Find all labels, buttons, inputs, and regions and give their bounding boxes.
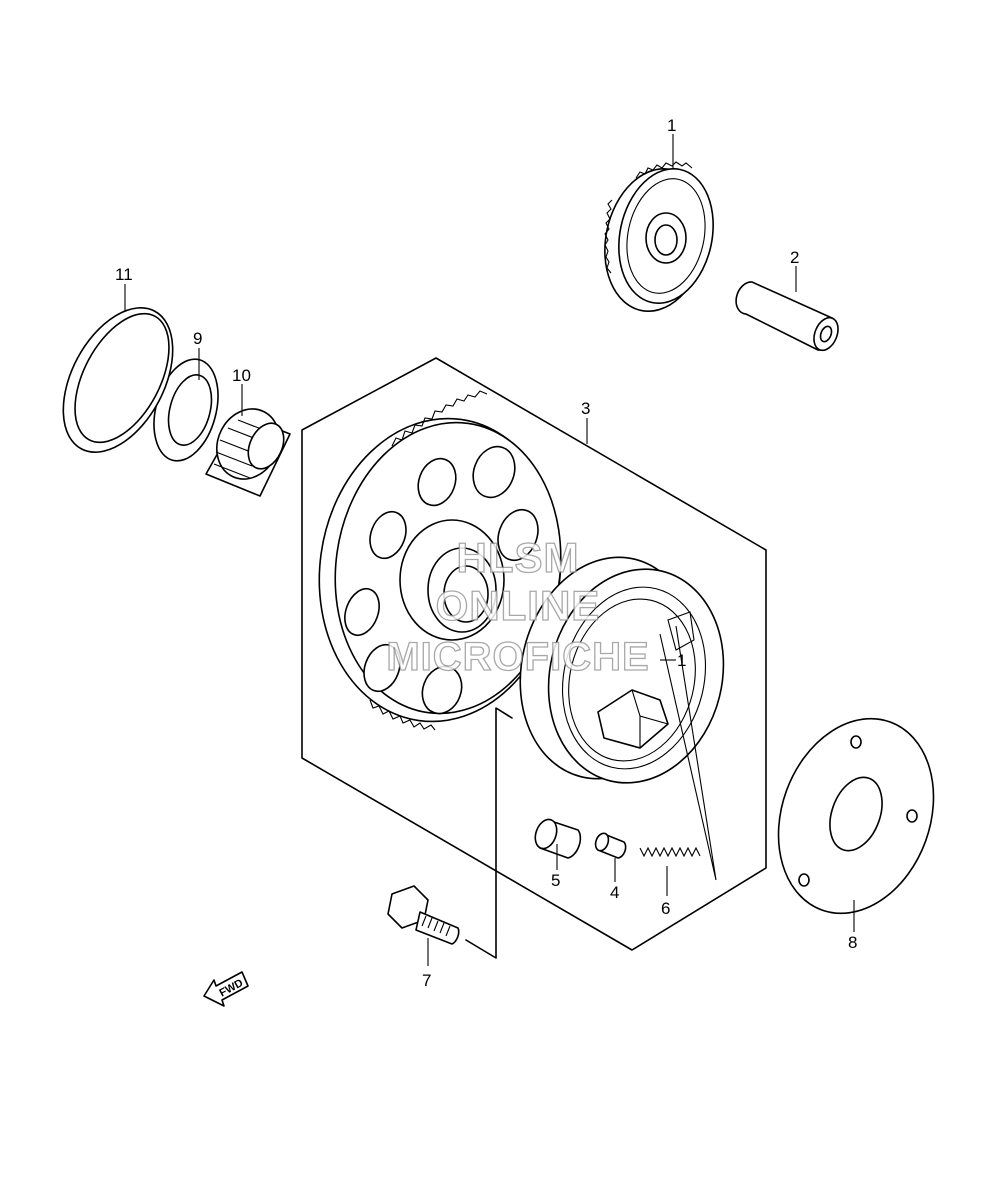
part-3-assembly-outline — [301, 357, 767, 951]
part-3-clutch-housing — [519, 556, 725, 784]
watermark: HLSM ONLINE MICROFICHE — [386, 533, 650, 679]
leader-lines — [124, 134, 855, 966]
callout-3: 3 — [581, 399, 590, 418]
callout-2: 2 — [790, 248, 799, 267]
part-11-ring — [62, 307, 174, 453]
callout-numbers: 1 2 3 4 5 6 7 8 9 10 11 — [115, 116, 857, 990]
inner-marker: 1 — [659, 625, 717, 881]
watermark-line-3: MICROFICHE — [386, 635, 649, 679]
callout-5: 5 — [551, 871, 560, 890]
fwd-arrow-icon: FWD — [203, 971, 249, 1007]
part-10-needle-bearing — [205, 408, 291, 497]
callout-6: 6 — [661, 899, 670, 918]
part-2-shaft — [735, 281, 839, 352]
callout-10: 10 — [232, 366, 251, 385]
fwd-label: FWD — [217, 977, 245, 999]
callout-7: 7 — [422, 971, 431, 990]
part-7-fitment-line — [465, 707, 513, 959]
part-1-gear — [604, 161, 714, 312]
callout-1: 1 — [667, 116, 676, 135]
callout-9: 9 — [193, 329, 202, 348]
part-3-large-gear — [318, 390, 562, 731]
part-4-pin — [594, 832, 627, 859]
part-5-roller — [534, 818, 582, 859]
watermark-line-1: HLSM — [457, 534, 580, 581]
part-6-spring — [639, 846, 701, 858]
callout-8: 8 — [848, 933, 857, 952]
watermark-line-2: ONLINE — [436, 582, 601, 629]
part-7-bolt — [387, 885, 460, 945]
part-8-plate — [777, 717, 935, 915]
callout-4: 4 — [610, 883, 619, 902]
callout-11: 11 — [115, 265, 133, 284]
